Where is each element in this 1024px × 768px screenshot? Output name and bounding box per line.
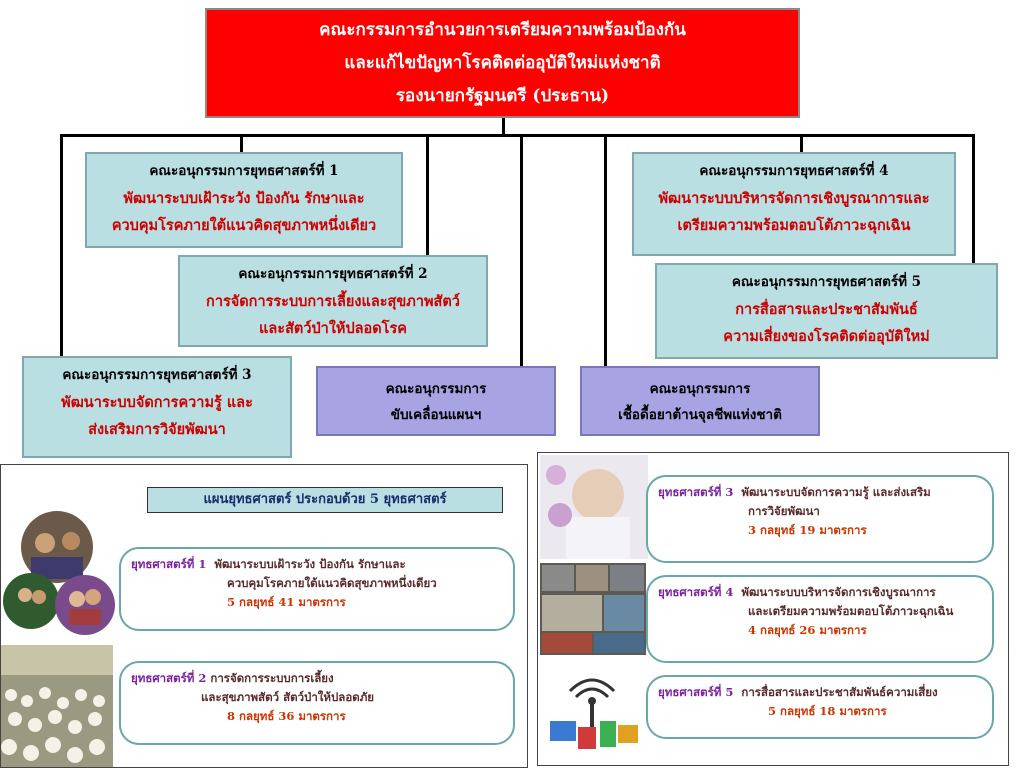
- strategy-1-text2: ควบคุมโรคภายใต้แนวคิดสุขภาพหนึ่งเดียว: [227, 576, 437, 590]
- subcommittee-1-title: คณะอนุกรรมการยุทธศาสตร์ที่ 1: [149, 163, 339, 179]
- connector-vertical-main: [502, 118, 505, 136]
- strategy-2-card: ยุทธศาสตร์ที่ 2 การจัดการระบบการเลี้ยง แ…: [119, 661, 515, 745]
- plan-heading-text: แผนยุทธศาสตร์ ประกอบด้วย 5 ยุทธศาสตร์: [203, 492, 447, 507]
- subcommittee-5-line2: ความเสี่ยงของโรคติดต่ออุบัติใหม่: [723, 328, 930, 345]
- driving-committee-box: คณะอนุกรรมการ ขับเคลื่อนแผนฯ: [316, 366, 556, 436]
- strategy-5-count: 5 กลยุทธ์ 18 มาตรการ: [768, 704, 887, 718]
- subcommittee-1-box: คณะอนุกรรมการยุทธศาสตร์ที่ 1 พัฒนาระบบเฝ…: [85, 152, 403, 248]
- subcommittee-3-title: คณะอนุกรรมการยุทธศาสตร์ที่ 3: [62, 367, 252, 383]
- main-committee-line2: และแก้ไขปัญหาโรคติดต่ออุบัติใหม่แห่งชาติ: [344, 53, 661, 73]
- amr-committee-line1: คณะอนุกรรมการ: [649, 381, 751, 397]
- subcommittee-2-line2: และสัตว์ป่าให้ปลอดโรค: [259, 320, 407, 337]
- strategy-4-text2: และเตรียมความพร้อมตอบโต้ภาวะฉุกเฉิน: [748, 604, 954, 618]
- connector-drop-s4: [800, 134, 803, 152]
- subcommittee-4-title: คณะอนุกรรมการยุทธศาสตร์ที่ 4: [699, 163, 889, 179]
- amr-committee-box: คณะอนุกรรมการ เชื้อดื้อยาต้านจุลชีพแห่งช…: [580, 366, 820, 436]
- strategy-3-card: ยุทธศาสตร์ที่ 3 พัฒนาระบบจัดการความรู้ แ…: [646, 475, 994, 563]
- subcommittee-1-line1: พัฒนาระบบเฝ้าระวัง ป้องกัน รักษาและ: [123, 190, 365, 207]
- strategy-4-count: 4 กลยุทธ์ 26 มาตรการ: [748, 623, 867, 637]
- strategy-1-card: ยุทธศาสตร์ที่ 1 พัฒนาระบบเฝ้าระวัง ป้องก…: [119, 547, 515, 631]
- subcommittee-2-title: คณะอนุกรรมการยุทธศาสตร์ที่ 2: [238, 266, 428, 282]
- strategy-2-text2: และสุขภาพสัตว์ สัตว์ป่าให้ปลอดภัย: [201, 690, 375, 704]
- people-photo-collage: [1, 505, 119, 645]
- subcommittee-4-line2: เตรียมความพร้อมตอบโต้ภาวะฉุกเฉิน: [677, 217, 911, 234]
- strategy-5-text1: การสื่อสารและประชาสัมพันธ์ความเสี่ยง: [741, 685, 938, 699]
- strategy-panel-left: แผนยุทธศาสตร์ ประกอบด้วย 5 ยุทธศาสตร์ ยุ…: [0, 464, 528, 768]
- strategy-1-text1: พัฒนาระบบเฝ้าระวัง ป้องกัน รักษาและ: [214, 557, 406, 571]
- subcommittee-2-line1: การจัดการระบบการเลี้ยงและสุขภาพสัตว์: [206, 293, 460, 310]
- subcommittee-5-box: คณะอนุกรรมการยุทธศาสตร์ที่ 5 การสื่อสารแ…: [655, 263, 998, 359]
- subcommittee-3-box: คณะอนุกรรมการยุทธศาสตร์ที่ 3 พัฒนาระบบจั…: [22, 356, 292, 458]
- subcommittee-5-line1: การสื่อสารและประชาสัมพันธ์: [735, 301, 918, 318]
- strategy-panel-right: ยุทธศาสตร์ที่ 3 พัฒนาระบบจัดการความรู้ แ…: [537, 452, 1009, 766]
- driving-committee-line1: คณะอนุกรรมการ: [385, 381, 487, 397]
- strategy-2-text1: การจัดการระบบการเลี้ยง: [210, 671, 334, 685]
- strategy-3-text2: การวิจัยพัฒนา: [748, 504, 820, 518]
- strategy-5-card: ยุทธศาสตร์ที่ 5 การสื่อสารและประชาสัมพัน…: [646, 675, 994, 739]
- connector-drop-amr: [604, 134, 607, 366]
- connector-drop-s2: [426, 134, 429, 256]
- strategy-1-count: 5 กลยุทธ์ 41 มาตรการ: [227, 595, 346, 609]
- subcommittee-5-title: คณะอนุกรรมการยุทธศาสตร์ที่ 5: [731, 274, 922, 290]
- strategy-3-text1: พัฒนาระบบจัดการความรู้ และส่งเสริม: [741, 485, 931, 499]
- main-committee-box: คณะกรรมการอำนวยการเตรียมความพร้อมป้องกัน…: [205, 8, 800, 118]
- main-committee-line1: คณะกรรมการอำนวยการเตรียมความพร้อมป้องกัน: [319, 20, 686, 40]
- strategy-2-count: 8 กลยุทธ์ 36 มาตรการ: [227, 709, 346, 723]
- subcommittee-4-box: คณะอนุกรรมการยุทธศาสตร์ที่ 4 พัฒนาระบบบร…: [632, 152, 956, 256]
- subcommittee-1-line2: ควบคุมโรคภายใต้แนวคิดสุขภาพหนึ่งเดียว: [111, 217, 377, 234]
- communication-icon: [550, 678, 638, 749]
- connector-drop-s5: [972, 134, 975, 264]
- strategy-3-count: 3 กลยุทธ์ 19 มาตรการ: [748, 523, 867, 537]
- strategy-3-label: ยุทธศาสตร์ที่ 3: [658, 485, 734, 499]
- subcommittee-2-box: คณะอนุกรรมการยุทธศาสตร์ที่ 2 การจัดการระ…: [178, 255, 488, 347]
- subcommittee-4-line1: พัฒนาระบบบริหารจัดการเชิงบูรณาการและ: [658, 190, 930, 207]
- strategy-1-label: ยุทธศาสตร์ที่ 1: [131, 557, 207, 571]
- strategy-4-label: ยุทธศาสตร์ที่ 4: [658, 585, 734, 599]
- plan-heading: แผนยุทธศาสตร์ ประกอบด้วย 5 ยุทธศาสตร์: [147, 487, 503, 513]
- emergency-team-photo: [540, 563, 646, 655]
- subcommittee-3-line2: ส่งเสริมการวิจัยพัฒนา: [88, 421, 226, 438]
- main-committee-chair: รองนายกรัฐมนตรี (ประธาน): [395, 86, 610, 106]
- research-photo: [540, 455, 648, 559]
- strategy-4-card: ยุทธศาสตร์ที่ 4 พัฒนาระบบบริหารจัดการเชิ…: [646, 575, 994, 663]
- driving-committee-line2: ขับเคลื่อนแผนฯ: [390, 407, 482, 423]
- subcommittee-3-line1: พัฒนาระบบจัดการความรู้ และ: [61, 394, 253, 411]
- strategy-5-label: ยุทธศาสตร์ที่ 5: [658, 685, 734, 699]
- amr-committee-line2: เชื้อดื้อยาต้านจุลชีพแห่งชาติ: [618, 407, 782, 423]
- connector-drop-s3: [60, 134, 63, 356]
- connector-drop-s1: [240, 134, 243, 154]
- connector-horizontal-bus: [60, 134, 975, 137]
- poultry-farm-photo: [1, 645, 113, 767]
- connector-drop-driving: [520, 134, 523, 366]
- strategy-4-text1: พัฒนาระบบบริหารจัดการเชิงบูรณาการ: [741, 585, 936, 599]
- strategy-2-label: ยุทธศาสตร์ที่ 2: [131, 671, 207, 685]
